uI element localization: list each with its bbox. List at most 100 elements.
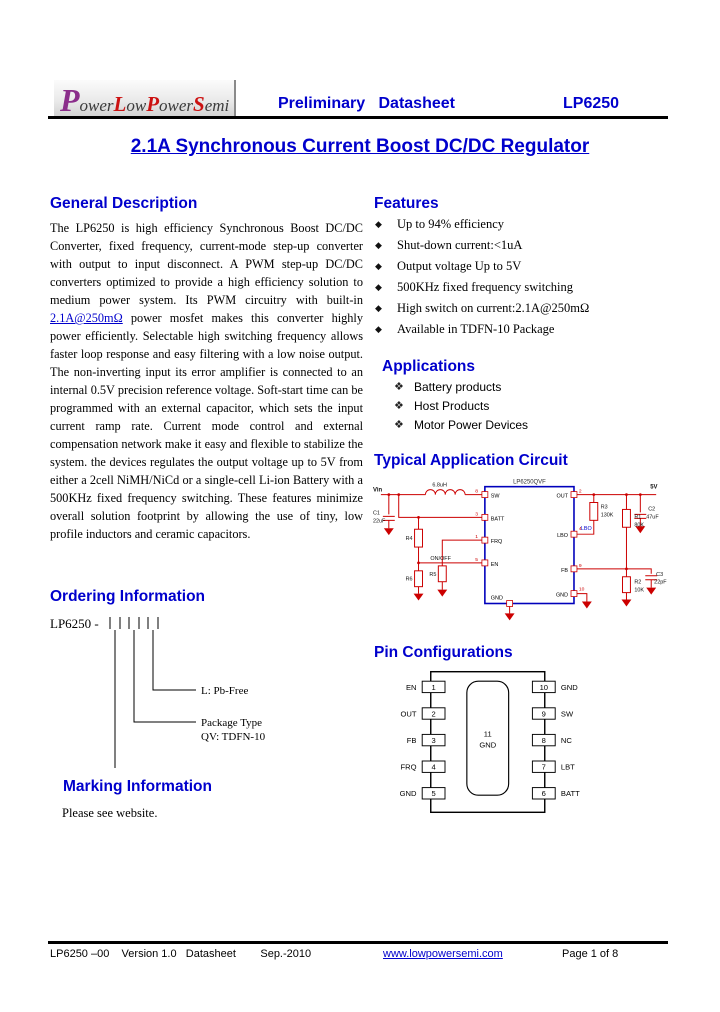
applications-list: ❖ Battery products ❖ Host Products ❖Motor … [394,378,654,435]
ordering-package-code-label: QV: TDFN-10 [201,731,266,743]
application-text: Host Products [414,399,490,413]
diamond-bullet-icon: ◆ [375,261,382,271]
part-number: LP6250 [563,95,620,112]
pin-name-batt: BATT [491,516,505,522]
pin-3-label: FB [407,736,417,745]
feature-text: High switch on current:2.1A@250mΩ [397,301,590,315]
diamond-bullet-icon: ◆ [375,240,382,250]
application-item: ❖Motor Power Devices [394,416,654,435]
pin-number-5: 5 [475,557,478,563]
footer-website-link[interactable]: www.lowpowersemi.com [383,948,503,960]
circuit-label-r1v: 80K [634,522,644,528]
pad-name: GND [479,741,496,750]
general-description-heading: General Description [50,195,198,212]
pin-number-10: 10 [579,587,585,593]
circuit-label-c1: C1 [373,510,380,516]
footer-doc-info: LP6250 –00 Version 1.0 Datasheet Sep.-20… [50,948,312,960]
spec-link[interactable]: 2.1A@250mΩ [50,311,123,325]
pad-number: 11 [484,729,492,738]
description-part1: The LP6250 is high efficiency Synchronou… [50,221,363,307]
ordering-information-heading: Ordering Information [50,588,205,605]
diamond-bullet-icon: ◆ [375,324,382,334]
pin-number-9: 9 [579,563,582,569]
feature-item: ◆High switch on current:2.1A@250mΩ [375,298,675,319]
pin-boxes [421,680,556,800]
circuit-label-r4: R4 [406,536,413,542]
pin-number-2: 2 [579,489,582,495]
doc-type-label: Preliminary Datasheet [278,95,455,112]
feature-item: ◆ Available in TDFN-10 Package [375,319,675,340]
pin-6-label: BATT [561,789,580,798]
ordering-diagram: LP6250 - L: Pb-Free Package Type QV: TDF… [50,616,266,768]
features-list: ◆ Up to 94% efficiency ◆ Shut-down current… [375,214,675,340]
circuit-label-r5: R5 [429,572,436,578]
pin-name-gnd-left: GND [491,596,503,602]
logo-text: ower [159,96,194,115]
circuit-label-onoff: ON/OFF [430,556,451,562]
pin-1-label: EN [406,683,417,692]
ic-chip-body [484,485,575,605]
ordering-package-type-label: Package Type [201,717,262,729]
circuit-label-l1: 6.8uH [432,483,447,489]
pin-1-number: 1 [431,683,435,692]
pin-10-label: GND [561,683,578,692]
feature-text: 500KHz fixed frequency switching [397,280,573,294]
pin-7-label: LBT [561,763,575,772]
circuit-label-c3: C3 [656,572,663,578]
open-diamond-bullet-icon: ❖ [394,400,404,412]
marking-information-heading: Marking Information [63,778,212,795]
application-item: ❖ Host Products [394,397,654,416]
pin-3-number: 3 [431,736,435,745]
pin-number-4: 4 [579,526,582,532]
ordering-field-ticks [109,617,159,629]
feature-text: Up to 94% efficiency [397,217,505,231]
circuit-label-c3v: 22pF [654,580,667,586]
marking-note: Please see website. [62,806,158,820]
pin-name-sw: SW [491,494,501,500]
pin-5-label: GND [400,789,417,798]
pin-name-fb: FB [561,568,568,574]
circuit-label-vout: 5V [650,485,657,491]
applications-heading: Applications [382,358,476,375]
pin-8-number: 8 [542,736,546,745]
circuit-label-r3v: 130K [601,512,614,518]
logo-text: ower [79,96,114,115]
feature-item: ◆ Up to 94% efficiency [375,214,675,235]
feature-text: Output voltage Up to 5V [397,259,522,273]
circuit-label-r3: R3 [601,504,608,510]
header-rule [48,116,668,119]
chip-part-label: LP6250QVF [513,480,546,486]
application-circuit-schematic: LP6250QVF SW BATT FRQ EN GND OUT LBO FB … [373,480,667,621]
description-part2: power mosfet makes this converter highly… [50,311,363,541]
pin-number-8: 8 [475,489,478,495]
pin-2-label: OUT [400,709,416,718]
pin-2-number: 2 [431,709,435,718]
chip-pin-pads [481,491,578,607]
logo-letter: L [113,92,127,116]
pin-8-label: NC [561,736,572,745]
features-heading: Features [374,195,439,212]
diamond-bullet-icon: ◆ [375,219,382,229]
general-description-text: The LP6250 is high efficiency Synchronou… [50,219,363,543]
feature-text: Available in TDFN-10 Package [397,322,555,336]
feature-item: ◆ Output voltage Up to 5V [375,256,675,277]
pin-9-number: 9 [542,709,546,718]
open-diamond-bullet-icon: ❖ [394,381,404,393]
pin-name-out: OUT [557,494,569,500]
pin-number-1: 1 [475,534,478,540]
logo-text: emi [204,96,230,115]
circuit-label-r2: R2 [634,580,641,586]
typical-application-heading: Typical Application Circuit [374,452,568,469]
application-text: Battery products [414,380,502,394]
ordering-pbfree-label: L: Pb-Free [201,685,248,697]
logo-letter: S [193,92,205,116]
circuit-label-lbo-net: LBO [581,526,592,532]
pin-number-3: 3 [475,511,478,517]
pin-5-number: 5 [431,789,435,798]
feature-text: Shut-down current:<1uA [397,238,523,252]
pin-name-frq: FRQ [491,539,502,545]
logo-letter: P [60,82,80,118]
circuit-label-r6: R6 [406,577,413,583]
footer-page-number: Page 1 of 8 [562,948,619,960]
pin-configurations-heading: Pin Configurations [374,644,513,661]
